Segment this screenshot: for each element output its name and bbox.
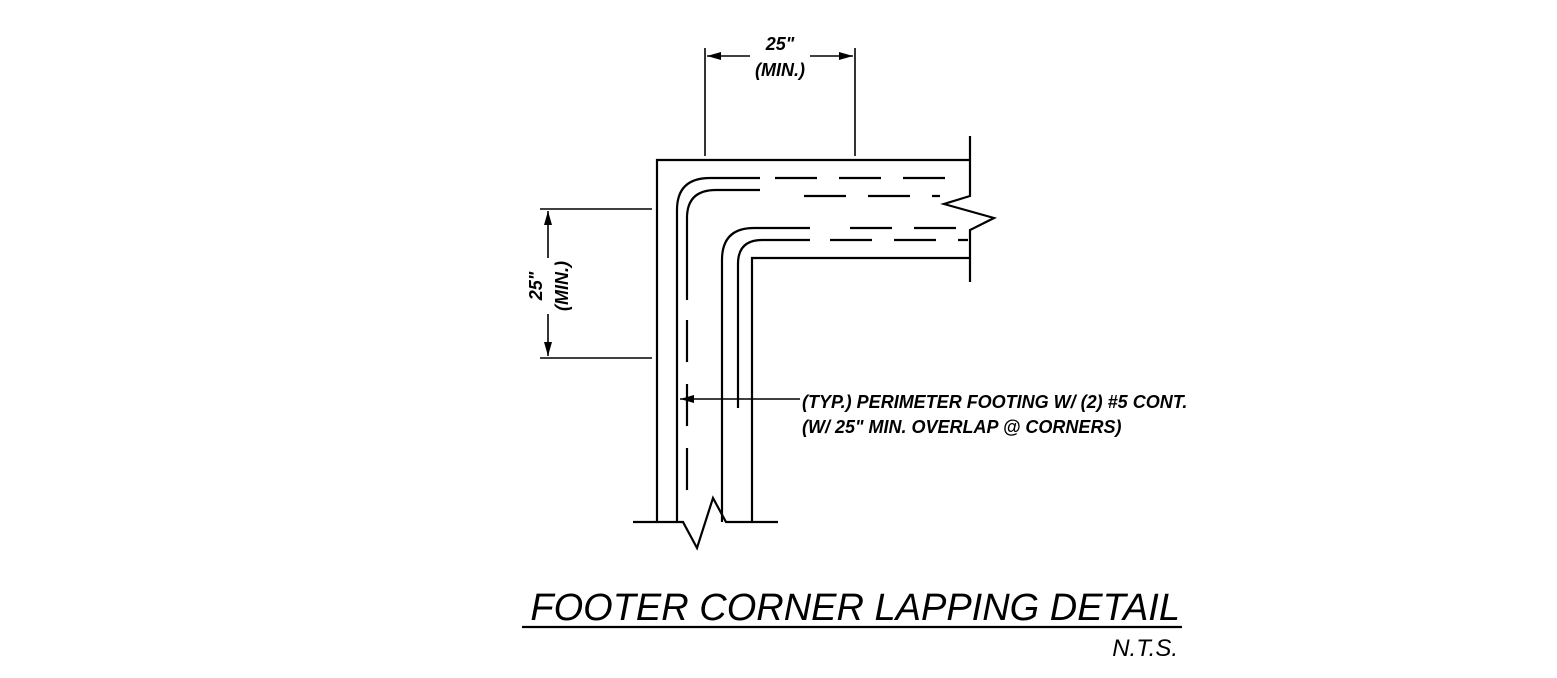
- top-arrow-left: [707, 52, 721, 60]
- callout-arrowhead: [680, 395, 694, 403]
- outer-bar-bend: [675, 176, 760, 522]
- right-break-line: [940, 136, 998, 282]
- scale-note: N.T.S.: [1112, 635, 1178, 662]
- detail-title: FOOTER CORNER LAPPING DETAIL: [530, 587, 1180, 629]
- callout: (TYP.) PERIMETER FOOTING W/ (2) #5 CONT.…: [680, 392, 1187, 437]
- bottom-break-line: [633, 495, 778, 551]
- inner-bar-bend: [720, 226, 810, 522]
- footing-outer-edge: [655, 158, 970, 522]
- top-arrow-right: [839, 52, 853, 60]
- left-dimension: 25" (MIN.): [526, 208, 652, 359]
- top-dimension-value: 25": [765, 34, 795, 54]
- left-dimension-value: 25": [526, 271, 546, 301]
- outer-bar-inner-bend: [685, 188, 760, 300]
- left-dimension-qualifier: (MIN.): [552, 261, 572, 311]
- footing-inner-edge: [750, 256, 970, 522]
- callout-line-2: (W/ 25" MIN. OVERLAP @ CORNERS): [802, 417, 1121, 437]
- rebar-bars: [675, 176, 968, 522]
- callout-line-1: (TYP.) PERIMETER FOOTING W/ (2) #5 CONT.: [802, 392, 1187, 412]
- left-arrow-top: [544, 211, 552, 225]
- footing-outline: [633, 136, 998, 551]
- left-arrow-bottom: [544, 342, 552, 356]
- title-block: FOOTER CORNER LAPPING DETAIL N.T.S.: [522, 587, 1182, 662]
- inner-bar-inner-bend: [736, 238, 810, 408]
- top-dimension-qualifier: (MIN.): [755, 60, 805, 80]
- top-dimension: 25" (MIN.): [704, 34, 856, 156]
